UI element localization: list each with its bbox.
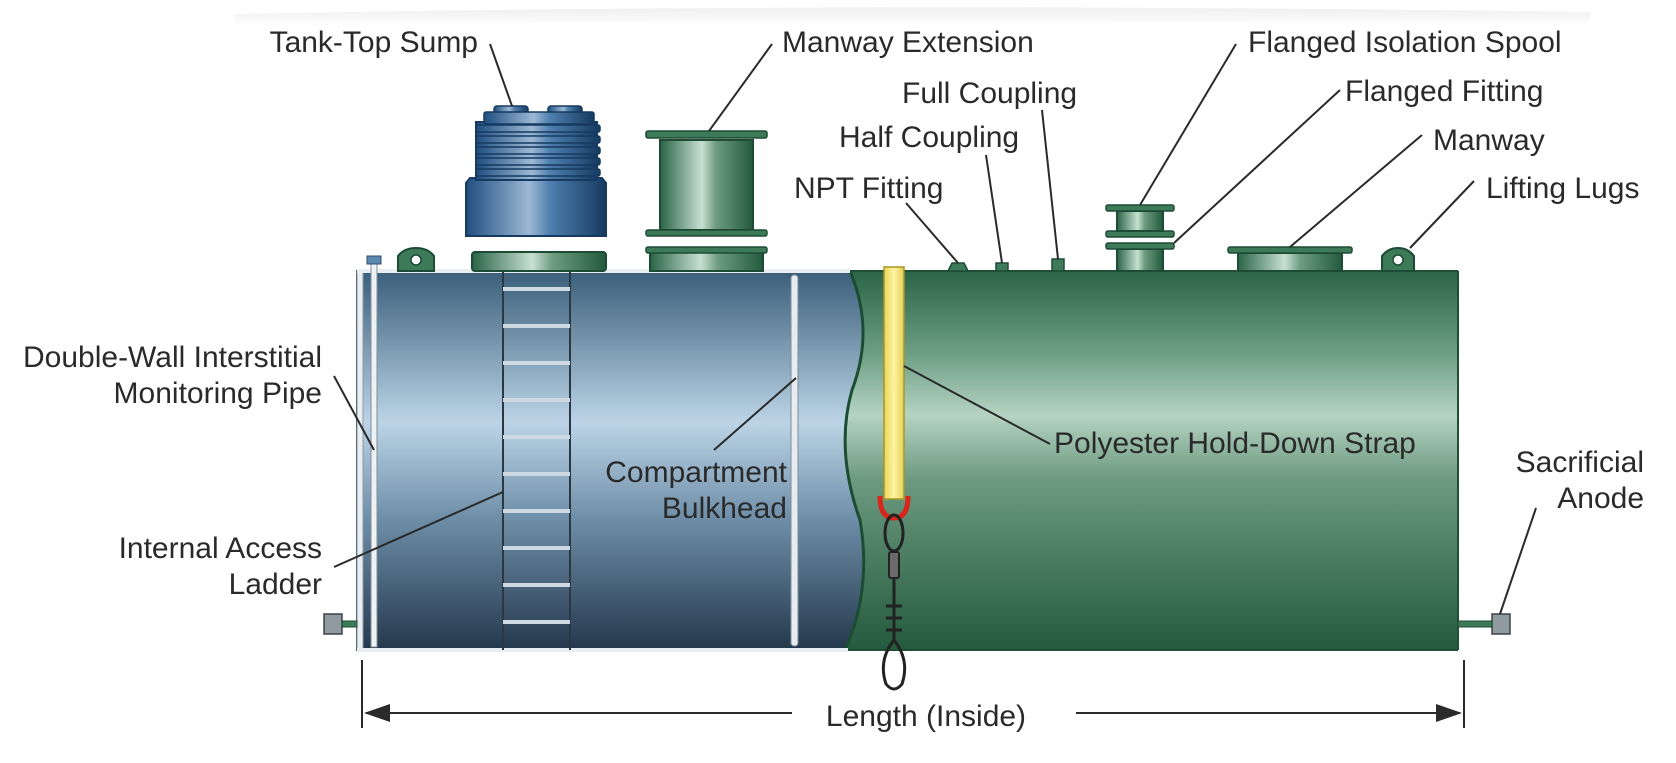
label-hold-down-strap: Polyester Hold-Down Strap	[1054, 427, 1416, 460]
polyester-hold-down-strap	[877, 266, 911, 691]
sacrificial-anode-left	[323, 613, 358, 635]
label-half-coupling: Half Coupling	[839, 121, 1019, 154]
length-dimension	[361, 660, 1465, 728]
label-lifting-lugs: Lifting Lugs	[1486, 172, 1639, 205]
label-flanged-isolation-spool: Flanged Isolation Spool	[1248, 26, 1562, 59]
top-banner-shade	[235, 7, 1590, 27]
strap-clip	[877, 495, 911, 521]
full-coupling	[1051, 258, 1065, 272]
sacrificial-anode-right	[1457, 613, 1511, 635]
label-internal-ladder-line2: Ladder	[229, 568, 322, 601]
flanged-isolation-spool	[1105, 204, 1175, 272]
interstitial-monitoring-pipe	[370, 261, 378, 648]
label-internal-ladder-line1: Internal Access	[119, 532, 322, 565]
label-compartment-line1: Compartment	[605, 456, 787, 489]
lifting-lug-left	[397, 246, 435, 272]
label-manway: Manway	[1433, 124, 1545, 157]
leader-lines	[333, 43, 1537, 615]
npt-fitting	[946, 262, 970, 272]
label-full-coupling: Full Coupling	[902, 77, 1077, 110]
label-double-wall-line1: Double-Wall Interstitial	[23, 341, 322, 374]
label-manway-extension: Manway Extension	[782, 26, 1034, 59]
tank-body	[356, 252, 1459, 652]
label-sacrificial-line2: Anode	[1557, 482, 1644, 515]
manway	[1227, 246, 1353, 272]
label-compartment-line2: Bulkhead	[662, 492, 787, 525]
label-npt-fitting: NPT Fitting	[794, 172, 944, 205]
label-sacrificial-line1: Sacrificial	[1516, 446, 1644, 479]
compartment-bulkhead	[790, 274, 799, 647]
label-tank-top-sump: Tank-Top Sump	[270, 26, 478, 59]
label-length-inside: Length (Inside)	[826, 700, 1026, 733]
lifting-lug-right	[1381, 246, 1415, 272]
label-double-wall-line2: Monitoring Pipe	[114, 377, 322, 410]
manway-extension	[645, 130, 768, 272]
tank-top-sump	[465, 105, 607, 272]
tank-exterior-shell	[840, 271, 1458, 650]
internal-access-ladder	[502, 252, 571, 650]
label-flanged-fitting: Flanged Fitting	[1345, 75, 1543, 108]
half-coupling	[995, 262, 1009, 272]
